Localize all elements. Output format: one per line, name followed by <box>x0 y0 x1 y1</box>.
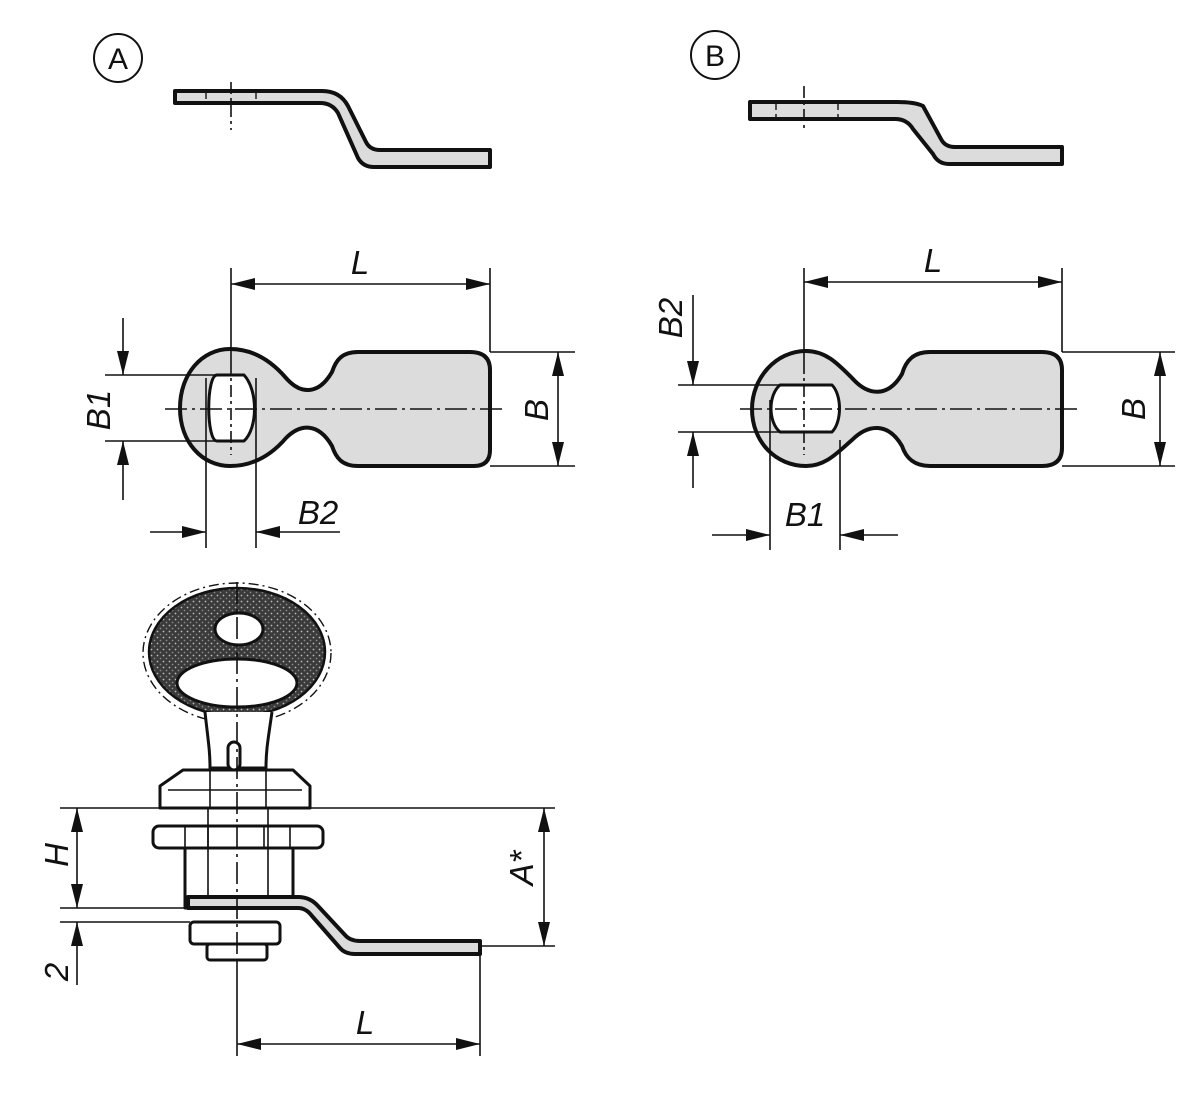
assembly-cam <box>186 895 482 956</box>
variant-b-dim-width: B <box>1062 351 1175 467</box>
variant-b-marker-label: B <box>705 40 725 73</box>
variant-b-top-view <box>740 349 1080 468</box>
variant-b-dim-length: L <box>803 242 1063 362</box>
assembly-dim-height-label: H <box>38 843 75 867</box>
variant-a-dim-b1-label: B1 <box>80 390 117 430</box>
variant-a-dim-width-label: B <box>518 399 555 421</box>
variant-a-marker: A <box>93 33 143 83</box>
variant-a-dim-length: L <box>230 244 491 362</box>
variant-a: A L <box>80 33 575 548</box>
assembly-view: H 2 A* L <box>38 582 555 1056</box>
variant-a-top-view <box>165 347 505 468</box>
variant-a-dim-length-label: L <box>351 244 369 281</box>
variant-a-dim-b2-label: B2 <box>298 494 338 531</box>
variant-a-dim-b1: B1 <box>80 318 217 500</box>
key-shank <box>203 711 274 772</box>
variant-a-dim-width: B <box>490 351 575 467</box>
variant-a-side-profile <box>173 82 492 169</box>
assembly-dim-a-label: A* <box>503 849 540 887</box>
lock-body <box>151 768 325 962</box>
variant-b-dim-length-label: L <box>924 242 942 279</box>
variant-b-side-profile <box>748 86 1064 166</box>
assembly-dim-length-label: L <box>356 1004 374 1041</box>
variant-b-dim-b1: B1 <box>712 400 898 550</box>
variant-b-dim-width-label: B <box>1115 398 1152 420</box>
assembly-dim-thickness: 2 <box>38 922 83 985</box>
assembly-dim-length: L <box>236 954 481 1056</box>
variant-b-dim-b2: B2 <box>652 295 780 488</box>
assembly-dim-a: A* <box>480 808 555 947</box>
variant-b-dim-b2-label: B2 <box>652 298 689 338</box>
variant-b-marker: B <box>690 30 740 80</box>
assembly-dim-thickness-label: 2 <box>38 963 75 982</box>
variant-b-dim-b1-label: B1 <box>785 496 825 533</box>
variant-b: B L <box>652 30 1175 550</box>
variant-a-marker-label: A <box>108 43 128 76</box>
variant-a-dim-b2: B2 <box>150 378 340 548</box>
assembly-dim-height: H <box>38 807 555 923</box>
